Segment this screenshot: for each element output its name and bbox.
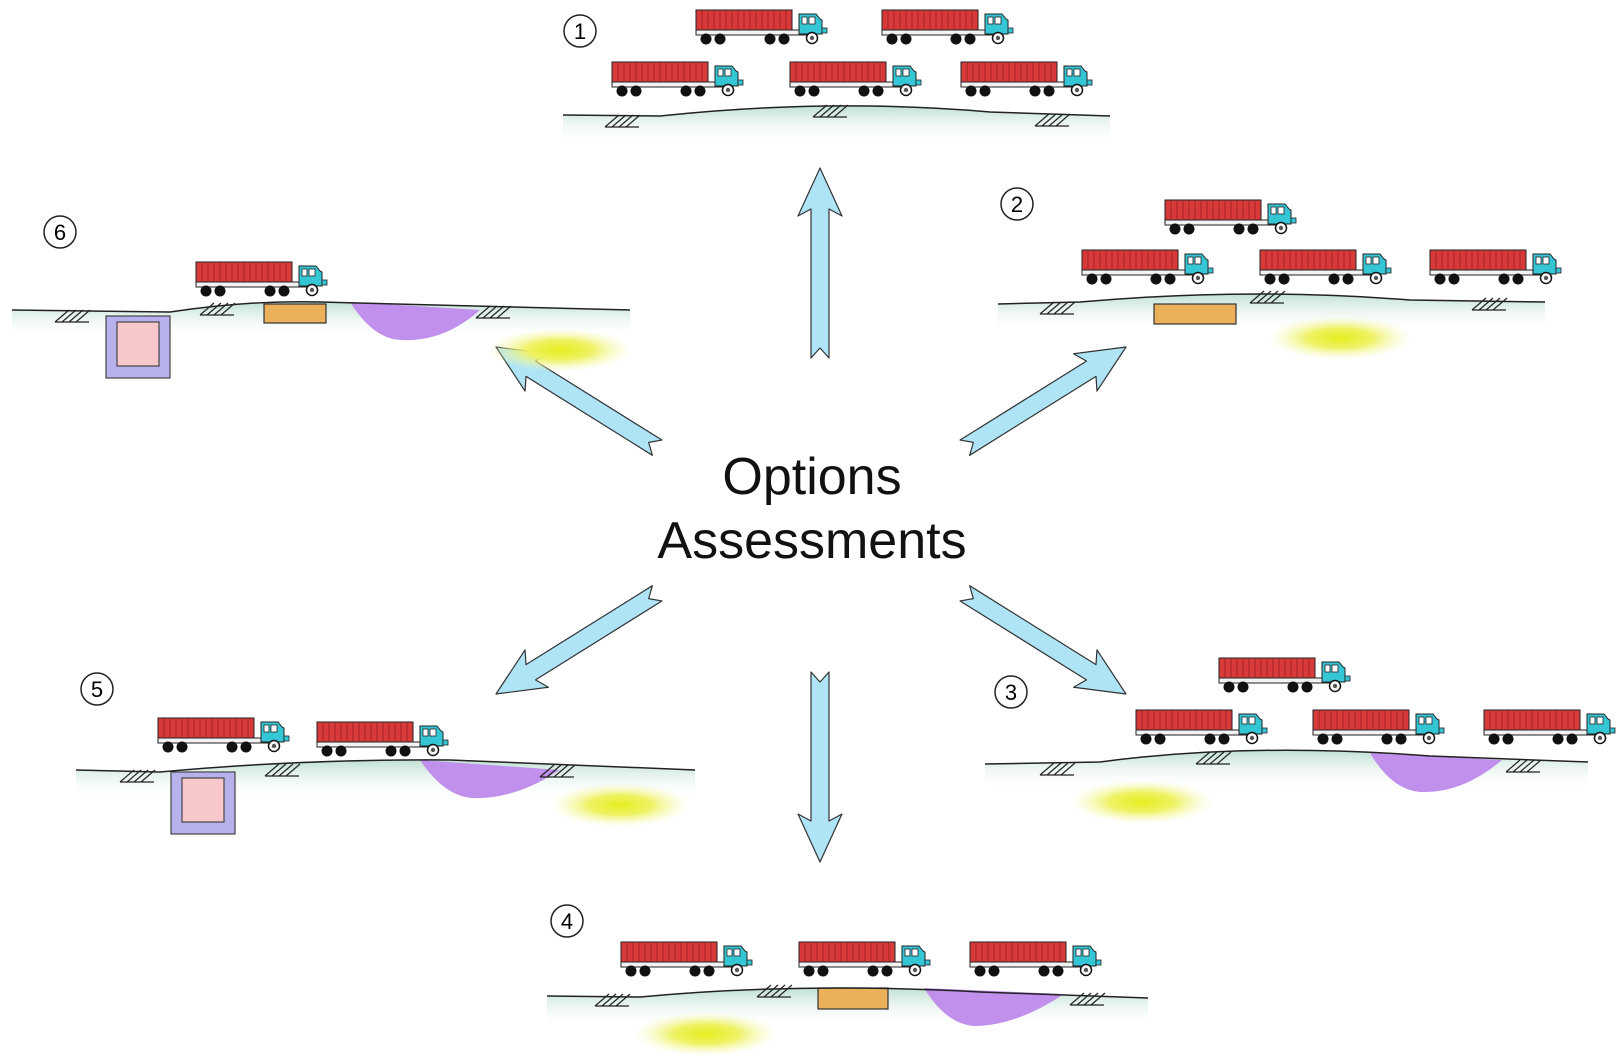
- option-2-panel: 2: [997, 187, 1562, 360]
- option-1-badge: [563, 14, 597, 48]
- option-1-number: 1: [574, 19, 586, 44]
- option-5-badge: [80, 672, 114, 706]
- containment-core: [116, 321, 160, 367]
- option-2-number: 2: [1011, 192, 1023, 217]
- option-1-panel: 1: [562, 9, 1111, 145]
- contamination-glow: [1268, 316, 1412, 360]
- contamination-glow: [634, 1012, 778, 1056]
- option-4-number: 4: [561, 909, 573, 934]
- arrow-to-option-5: [483, 574, 670, 714]
- contaminated-depression: [924, 988, 1064, 1026]
- option-4-panel: 4: [546, 904, 1149, 1056]
- contaminated-depression: [350, 302, 480, 341]
- option-3-panel: 3: [984, 657, 1616, 824]
- option-3-badge: [994, 675, 1028, 709]
- arrow-to-option-3: [952, 574, 1139, 714]
- arrow-to-option-4: [797, 671, 843, 863]
- option-3-number: 3: [1005, 680, 1017, 705]
- title-line-2: Assessments: [657, 512, 967, 570]
- contamination-glow: [550, 783, 690, 827]
- title-line-1: Options: [722, 448, 902, 506]
- option-5-panel: 5: [75, 672, 696, 835]
- buried-slab: [1153, 303, 1237, 325]
- option-6-panel: 6: [11, 215, 632, 379]
- contamination-glow: [488, 328, 632, 372]
- buried-slab: [263, 303, 327, 324]
- contaminated-depression: [1370, 753, 1502, 793]
- option-2-badge: [1000, 187, 1034, 221]
- option-5-number: 5: [91, 677, 103, 702]
- option-4-badge: [550, 904, 584, 938]
- contamination-glow: [1070, 780, 1214, 824]
- option-6-badge: [43, 215, 77, 249]
- containment-core: [181, 777, 225, 823]
- option-6-number: 6: [54, 220, 66, 245]
- buried-slab: [817, 987, 889, 1010]
- arrow-to-option-1: [797, 167, 843, 359]
- center-title: Options Assessments: [612, 445, 1012, 573]
- contaminated-depression: [420, 760, 560, 799]
